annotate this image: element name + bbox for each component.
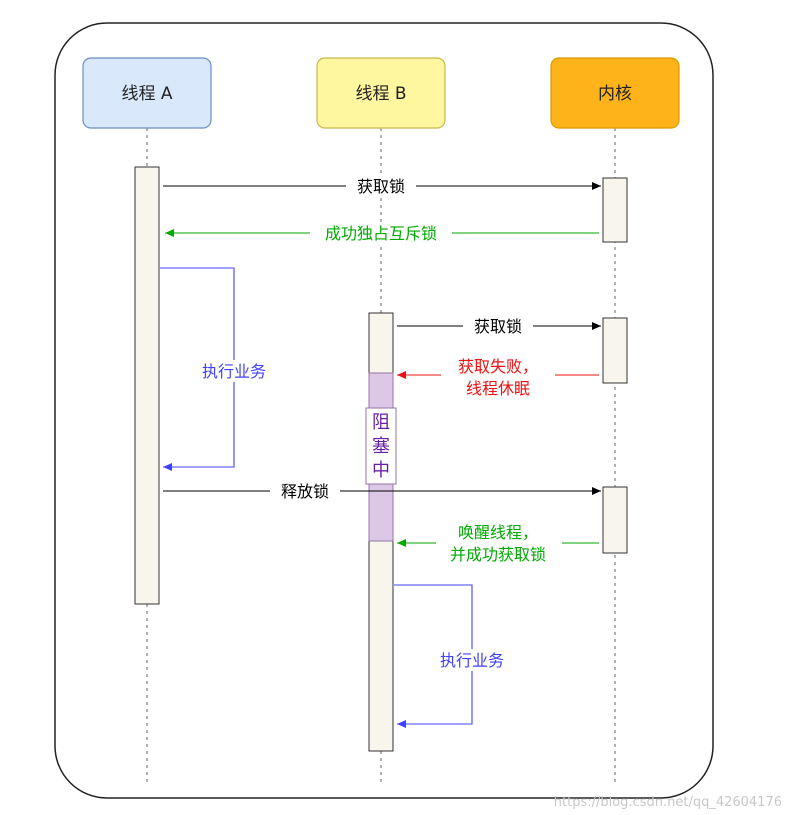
message-acquire-a-label-bg [346, 176, 416, 196]
participant-thread-b-label: 线程 B [355, 84, 406, 104]
participant-thread-a-label: 线程 A [121, 84, 172, 104]
message-acquire-b-label: 获取锁 [474, 317, 522, 336]
message-success-exclusive-label: 成功独占互斥锁 [325, 224, 437, 243]
message-execute-a-label-bg [192, 360, 274, 382]
kernel-activation-3 [602, 486, 628, 554]
message-execute-b-label-bg [431, 649, 513, 671]
blocked-label-char-1: 阻 [372, 412, 390, 433]
message-fail-label-line-2: 线程休眠 [466, 379, 530, 398]
message-wake-label-bg [436, 520, 562, 568]
participant-kernel-box [550, 57, 680, 129]
message-success-exclusive-label-bg [310, 223, 452, 243]
message-fail-label-line-1: 获取失败， [458, 357, 538, 376]
message-execute-a-label: 执行业务 [202, 362, 266, 381]
blocked-label-background [365, 407, 397, 485]
blocked-label-char-2: 塞 [372, 436, 390, 457]
message-fail-label-bg [441, 354, 555, 400]
thread-a-activation [134, 166, 160, 605]
participant-thread-b-box [316, 57, 446, 129]
message-acquire-b-label-bg [463, 316, 533, 336]
message-acquire-a-label: 获取锁 [357, 177, 405, 196]
kernel-activation-1 [602, 177, 628, 243]
participant-thread-b: 线程 B [316, 57, 446, 129]
message-release-label-bg [270, 481, 340, 501]
watermark: https://blog.csdn.net/qq_42604176 [554, 795, 782, 810]
participant-thread-a-box [82, 57, 212, 129]
message-execute-b-label: 执行业务 [440, 651, 504, 670]
participant-kernel-label: 内核 [598, 84, 632, 104]
blocked-label-char-3: 中 [372, 460, 390, 481]
participant-kernel: 内核 [550, 57, 680, 129]
kernel-activation-2 [602, 317, 628, 384]
message-release-label: 释放锁 [281, 482, 329, 501]
diagram-frame [54, 22, 714, 799]
participant-thread-a: 线程 A [82, 57, 212, 129]
message-wake-label-line-1: 唤醒线程， [458, 523, 538, 542]
message-wake-label-line-2: 并成功获取锁 [450, 545, 546, 564]
